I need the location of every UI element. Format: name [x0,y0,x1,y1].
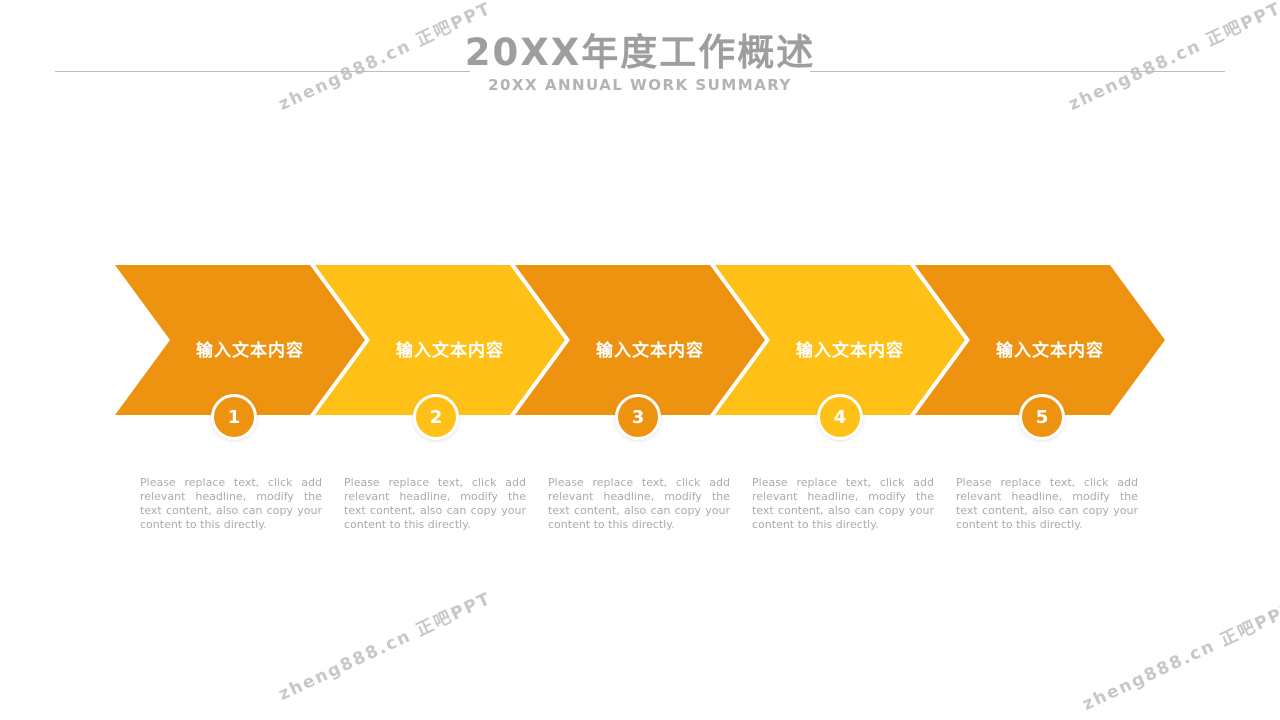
step-label-1: 输入文本内容 [196,340,304,361]
step-number-3: 3 [631,406,645,428]
step-description-1: Please replace text, click add relevant … [140,476,322,531]
step-number-badge-2: 2 [413,394,459,440]
step-description-2: Please replace text, click add relevant … [344,476,526,531]
step-number-5: 5 [1035,406,1049,428]
page-subtitle: 20XX ANNUAL WORK SUMMARY [488,76,792,94]
step-arrow-1: 输入文本内容 [115,265,365,415]
step-number-1: 1 [227,406,241,428]
step-number-badge-1: 1 [211,394,257,440]
watermark-bottom-left: zheng888.cn 正吧PPT [275,588,495,705]
page-title: 20XX年度工作概述 [464,31,816,74]
step-number-badge-4: 4 [817,394,863,440]
step-description-5: Please replace text, click add relevant … [956,476,1138,531]
step-number-badge-5: 5 [1019,394,1065,440]
step-descriptions: Please replace text, click add relevant … [140,476,1138,532]
step-number-2: 2 [429,406,443,428]
step-label-3: 输入文本内容 [596,340,704,361]
step-number-badge-3: 3 [615,394,661,440]
step-label-5: 输入文本内容 [996,340,1104,361]
step-arrow-3: 输入文本内容 [515,265,765,415]
step-number-4: 4 [833,406,847,428]
step-description-3: Please replace text, click add relevant … [548,476,730,531]
header-divider-right [810,71,1225,72]
header-divider-left [55,71,470,72]
step-label-2: 输入文本内容 [396,340,504,361]
step-description-4: Please replace text, click add relevant … [752,476,934,531]
step-label-4: 输入文本内容 [796,340,904,361]
watermark-bottom-right: zheng888.cn 正吧PPT [1079,598,1280,715]
